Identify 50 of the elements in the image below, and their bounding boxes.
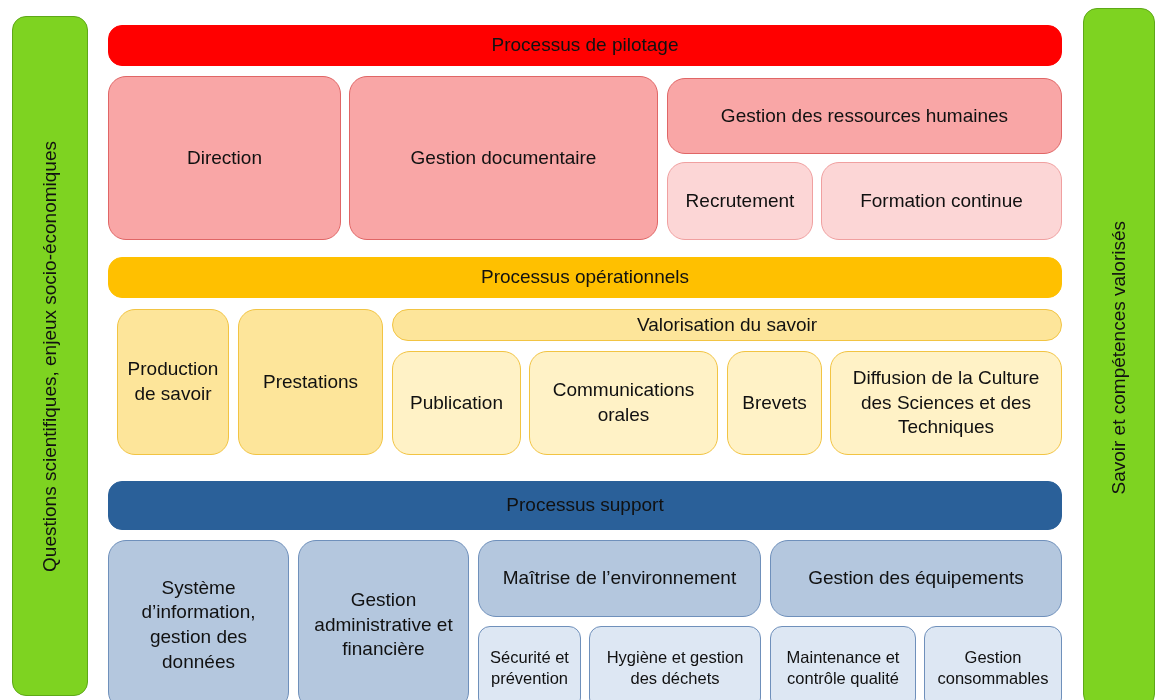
node-label: Valorisation du savoir [636,312,818,337]
process-box [238,309,383,455]
node-label: Processus support [506,493,664,518]
process-box [349,76,658,240]
process-box [117,309,229,455]
node-label: Diffusion de la Culture des Sciences et des Techniques [851,365,1041,440]
node-label: Publication [410,390,503,415]
node-label: Recrutement [685,188,795,213]
process-box [830,351,1062,455]
process-box [392,351,521,455]
node-label: Savoir et compétences valorisés [1106,221,1130,495]
process-box [478,626,581,700]
node-label: Maîtrise de l’environnement [502,566,737,591]
process-box [667,78,1062,154]
node-label: Système d’information, gestion des données [140,575,257,674]
node-label: Hygiène et gestion des déchets [605,646,745,689]
node-label: Gestion documentaire [410,145,597,170]
process-box [924,626,1062,700]
node-label: Sécurité et prévention [489,646,570,689]
process-box [392,309,1062,341]
node-label: Prestations [262,369,358,394]
node-label: Production de savoir [126,357,220,406]
process-box [108,76,341,240]
process-box [589,626,761,700]
process-box [667,162,813,240]
process-box [770,540,1062,617]
node-label: Gestion des équipements [808,566,1024,591]
side-bar [1083,8,1155,700]
node-label: Maintenance et contrôle qualité [785,646,901,689]
process-box [727,351,822,455]
node-label: Gestion des ressources humaines [720,103,1009,128]
node-label: Processus opérationnels [480,265,690,290]
node-label: Brevets [742,390,807,415]
node-label: Questions scientifiques, enjeux socio-économiques [37,140,61,572]
process-box [298,540,469,700]
node-label: Processus de pilotage [491,33,679,58]
node-label: Direction [187,145,262,170]
process-box [478,540,761,617]
process-box [529,351,718,455]
side-bar [12,16,88,696]
process-band [108,481,1062,530]
node-label: Gestion administrative et financière [313,587,454,662]
node-label: Communications orales [551,378,696,427]
process-band [108,257,1062,298]
process-band [108,25,1062,66]
node-label: Formation continue [860,188,1023,213]
process-box [770,626,916,700]
node-label: Gestion consommables [936,646,1050,689]
process-box [821,162,1062,240]
process-box [108,540,289,700]
